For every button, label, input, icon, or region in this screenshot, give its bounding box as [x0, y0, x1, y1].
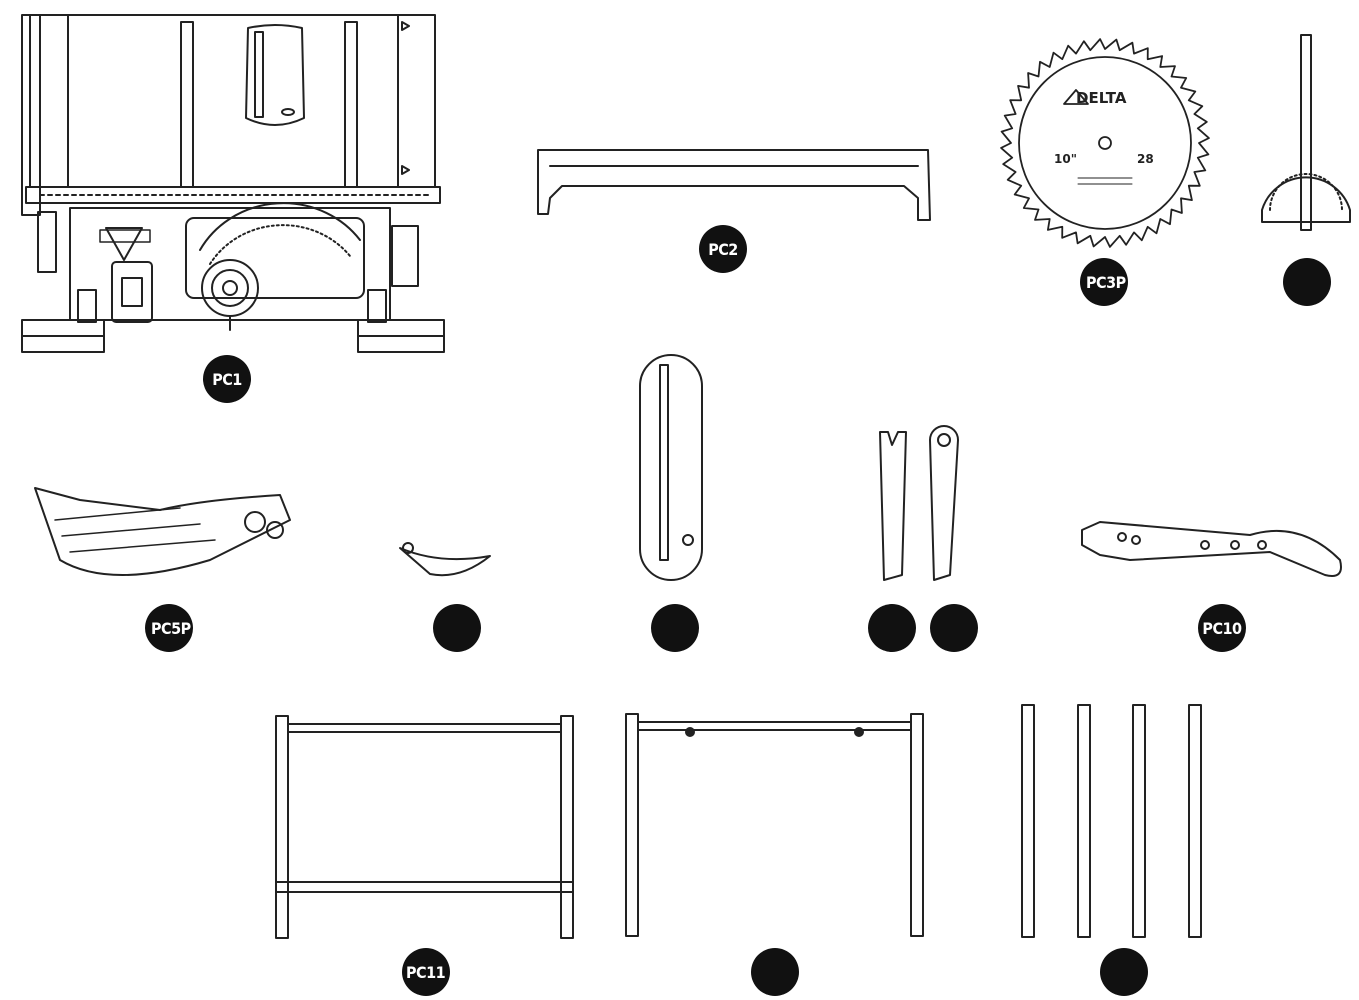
saw-blade-drawing: DELTA 10" 28	[1000, 38, 1210, 248]
stand-frame-b-drawing	[625, 713, 924, 937]
blade-teeth-text: 28	[1137, 152, 1154, 166]
anti-kickback-drawing	[399, 542, 491, 577]
badge-stand-frame-b	[751, 948, 799, 996]
stand-legs-drawing	[1021, 704, 1202, 938]
badge-pc5p: PC5P	[145, 604, 193, 652]
badge-miter-gauge	[1283, 258, 1331, 306]
badge-pc11: PC11	[402, 948, 450, 996]
blade-brand-text: DELTA	[1076, 89, 1127, 107]
badge-arbor-wrench-1	[868, 604, 916, 652]
blade-guard-drawing	[34, 487, 291, 576]
stand-frame-a-drawing	[275, 715, 574, 939]
rear-rail-drawing	[537, 149, 931, 221]
badge-pc1: PC1	[203, 355, 251, 403]
miter-gauge-drawing	[1261, 34, 1351, 231]
badge-throat-plate	[651, 604, 699, 652]
badge-stand-legs	[1100, 948, 1148, 996]
throat-plate-drawing	[639, 354, 703, 581]
badge-anti-kickback	[433, 604, 481, 652]
table-saw-drawing	[21, 14, 445, 353]
push-stick-drawing	[1081, 521, 1342, 577]
badge-pc3p: PC3P	[1080, 258, 1128, 306]
badge-pc10: PC10	[1198, 604, 1246, 652]
badge-pc2: PC2	[699, 225, 747, 273]
badge-arbor-wrench-2	[930, 604, 978, 652]
blade-size-text: 10"	[1054, 152, 1077, 166]
arbor-wrenches-drawing	[879, 425, 959, 581]
